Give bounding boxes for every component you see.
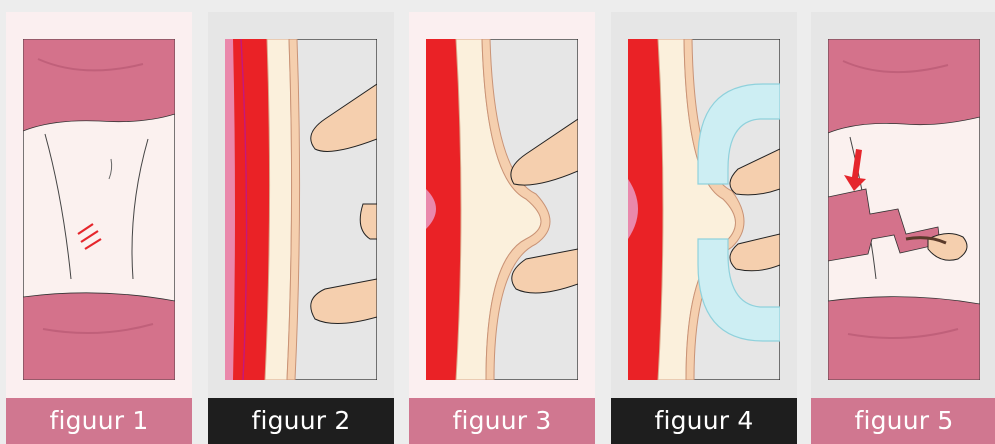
figure-panel-3: figuur 3 xyxy=(409,12,595,444)
abdomen-with-scar-icon xyxy=(23,39,175,380)
figure-label: figuur 3 xyxy=(409,398,595,444)
clamp-on-skin-fold-icon xyxy=(628,39,780,380)
figure-label: figuur 1 xyxy=(6,398,192,444)
figure-label: figuur 4 xyxy=(611,398,797,444)
figure-panel-1: figuur 1 xyxy=(6,12,192,444)
skin-fold-pinched-icon xyxy=(426,39,578,380)
figure-panel-5: figuur 5 xyxy=(811,12,995,444)
figure-label: figuur 5 xyxy=(811,398,995,444)
figure-panel-2: figuur 2 xyxy=(208,12,394,444)
device-applied-to-abdomen-icon xyxy=(828,39,980,380)
skin-layer-cross-section-icon xyxy=(225,39,377,380)
figure-label: figuur 2 xyxy=(208,398,394,444)
figure-panel-4: figuur 4 xyxy=(611,12,797,444)
